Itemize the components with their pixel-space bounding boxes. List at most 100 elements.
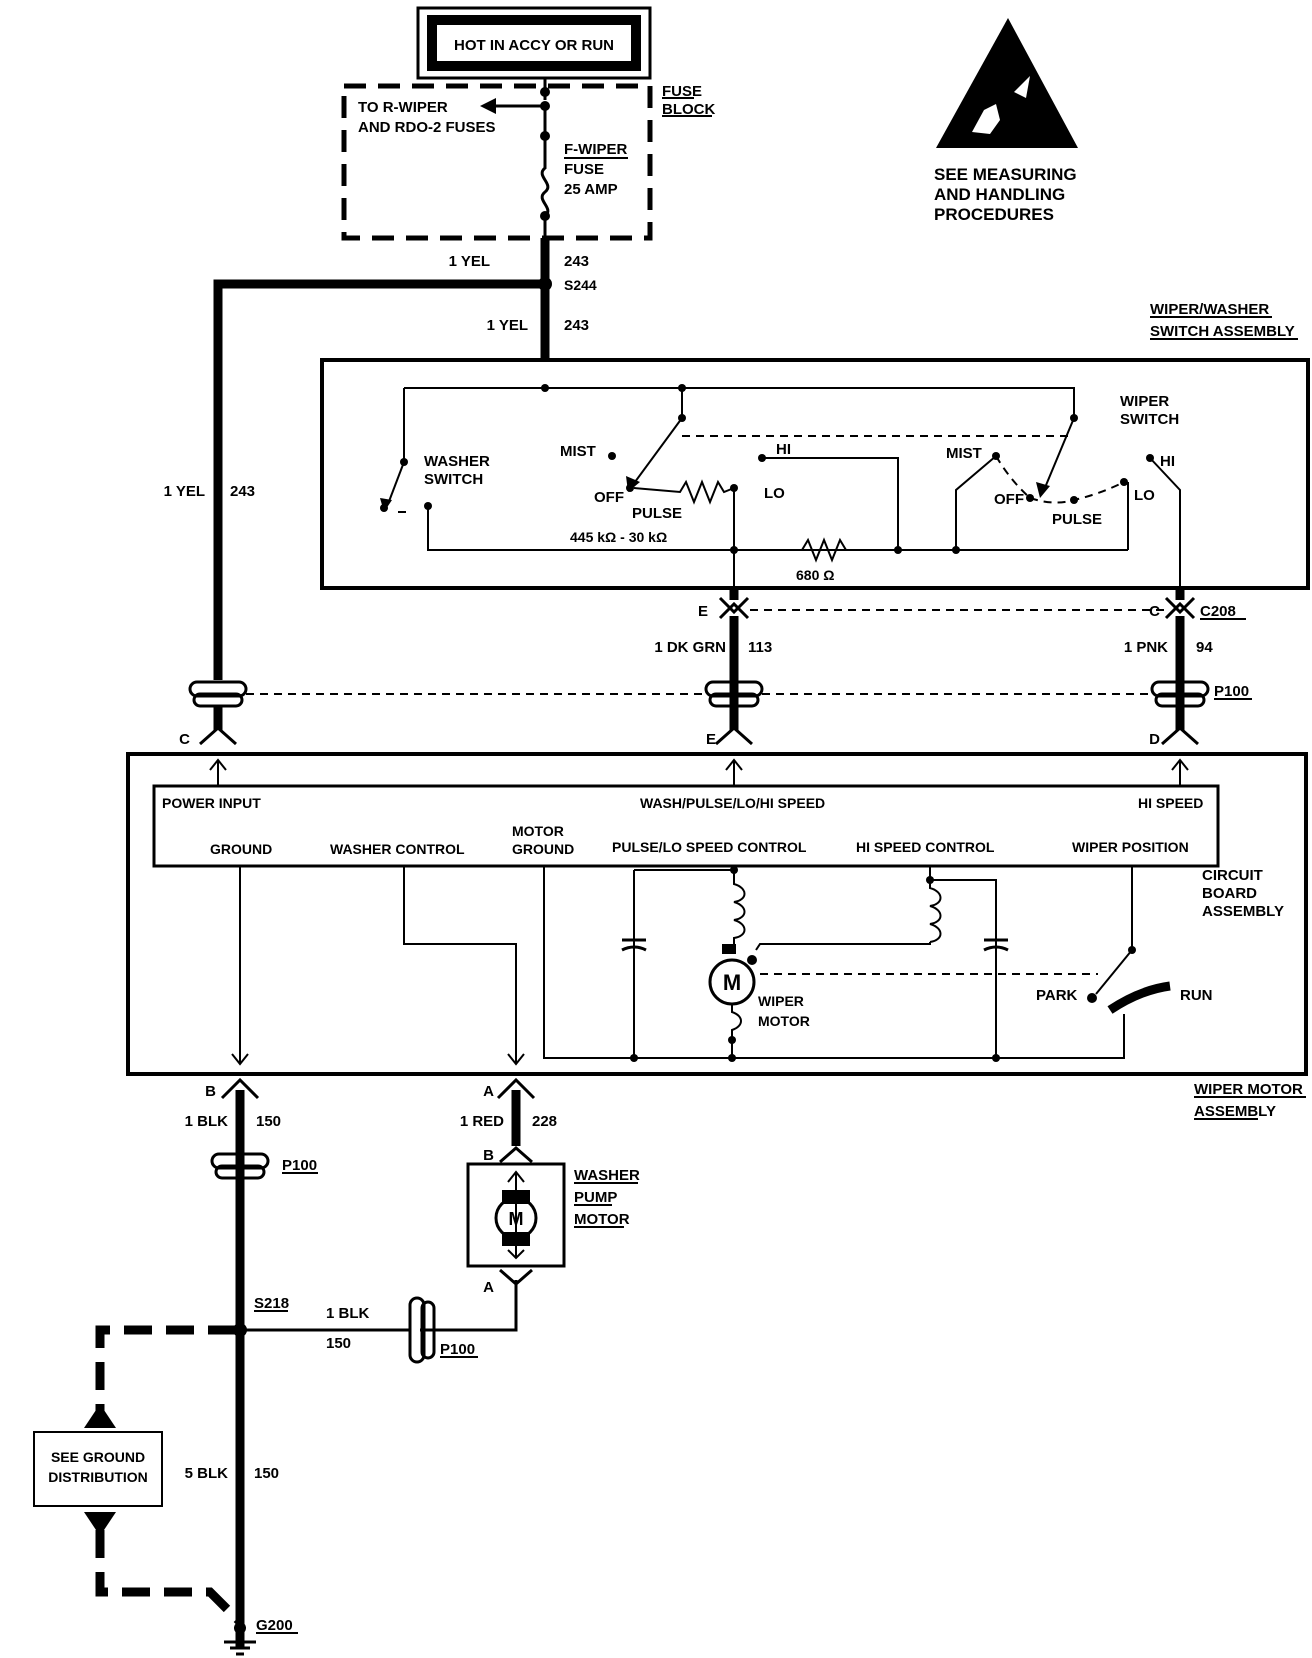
pulse-resistor [633,479,735,505]
right-hi-label: HI [1160,453,1175,470]
switch-assembly-title-2: SWITCH ASSEMBLY [1150,323,1295,340]
p100-label-top: P100 [1214,683,1249,700]
pulse-lo-control-label: PULSE/LO SPEED CONTROL [612,839,807,855]
ground-dist-up-arrow-icon [84,1404,116,1428]
wire-yel-lower-color: 1 YEL [487,317,528,334]
right-pulse-label: PULSE [1052,511,1102,528]
p100-label-pump: P100 [440,1341,475,1358]
wire-pnk-color: 1 PNK [1124,639,1168,656]
fuse-block-label-1: FUSE [662,83,702,100]
wire-blk-upper-color: 1 BLK [185,1113,229,1130]
switch-assembly: WIPER/WASHER SWITCH ASSEMBLY WASHER SWIT… [320,301,1310,600]
left-off-label: OFF [594,489,624,506]
switch-assembly-title-1: WIPER/WASHER [1150,301,1269,318]
motor-assembly-title-2: ASSEMBLY [1194,1103,1276,1120]
wire-yel-lower-circuit: 243 [564,317,589,334]
washer-pump-label-1: WASHER [574,1167,640,1184]
pin-c: C [179,731,190,748]
wire-blk-upper-circuit: 150 [256,1113,281,1130]
ground-point-g200 [234,1622,246,1634]
right-lo-label: LO [1134,487,1155,504]
pulse-lo-coil [733,870,746,944]
wire-red-circuit: 228 [532,1113,557,1130]
wiper-switch-label-2: SWITCH [1120,411,1179,428]
wire-blk-ground-color: 5 BLK [185,1465,229,1482]
resistor-680 [790,537,858,563]
fuse-feed-label-1: TO R-WIPER [358,99,448,116]
right-mist-label: MIST [946,445,982,462]
run-contact [1107,981,1171,1014]
resistor-680-label: 680 Ω [796,567,834,583]
power-label: HOT IN ACCY OR RUN [454,37,614,54]
fuse-element [540,136,550,240]
wire-dkgrn-color: 1 DK GRN [654,639,726,656]
fuse-rating: 25 AMP [564,181,618,198]
pin-b: B [205,1083,216,1100]
hi-speed-coil [929,880,942,943]
run-label: RUN [1180,987,1213,1004]
wire-yel-upper-color: 1 YEL [449,253,490,270]
wash-pulse-label: WASH/PULSE/LO/HI SPEED [640,795,825,811]
motor-ground-label-2: GROUND [512,841,574,857]
hi-speed-control-label: HI SPEED CONTROL [856,839,995,855]
wiper-position-label: WIPER POSITION [1072,839,1189,855]
wire-blk-pump-color: 1 BLK [326,1305,370,1322]
wiper-switch-blade-left [631,417,683,487]
washer-switch-label-1: WASHER [424,453,490,470]
fuse-name-1: F-WIPER [564,141,627,158]
esd-text-3: PROCEDURES [934,205,1054,224]
c208-label: C208 [1200,603,1236,620]
splice-s218-label: S218 [254,1295,289,1312]
esd-warning-icon [936,18,1078,148]
wire-yel-left-color: 1 YEL [164,483,205,500]
p100-label-lower: P100 [282,1157,317,1174]
esd-text-2: AND HANDLING [934,185,1065,204]
lower-wiring: B A 1 BLK 150 1 RED 228 P100 B M WASHER … [33,1077,640,1656]
pin-e: E [706,731,716,748]
wiper-motor-label-2: MOTOR [758,1013,810,1029]
washer-pump-symbol: M [509,1209,524,1229]
esd-warning: SEE MEASURING AND HANDLING PROCEDURES [934,18,1078,224]
ground-label: GROUND [210,841,272,857]
wire-dkgrn-circuit: 113 [748,639,772,656]
wire-blk-ground-circuit: 150 [254,1465,279,1482]
left-lo-label: LO [764,485,785,502]
pump-pin-a: A [483,1279,494,1296]
washer-pump-box [466,1162,566,1268]
esd-text-1: SEE MEASURING [934,165,1077,184]
pulse-resistor-label: 445 kΩ - 30 kΩ [570,529,667,545]
wire-red-color: 1 RED [460,1113,504,1130]
wire-yel-upper-circuit: 243 [564,253,589,270]
pin-a: A [483,1083,494,1100]
power-source: HOT IN ACCY OR RUN [416,6,652,80]
power-input-label: POWER INPUT [162,795,261,811]
washer-pump-motor-icon [494,1196,538,1240]
park-switch-blade [1095,949,1133,995]
right-off-label: OFF [994,491,1024,508]
left-mist-label: MIST [560,443,596,460]
left-pulse-label: PULSE [632,505,682,522]
washer-pump-label-3: MOTOR [574,1211,630,1228]
pin-d: D [1149,731,1160,748]
ground-dist-label-2: DISTRIBUTION [48,1469,148,1485]
wiper-motor-label-1: WIPER [758,993,804,1009]
board-label-2: BOARD [1202,885,1257,902]
feed-arrow-icon [480,98,496,114]
washer-switch-label-2: SWITCH [424,471,483,488]
hi-speed-label: HI SPEED [1138,795,1203,811]
motor-ground-label-1: MOTOR [512,823,564,839]
wire-blk-pump-circuit: 150 [326,1335,351,1352]
splice-s244-label: S244 [564,277,597,293]
fuse-block-label-2: BLOCK [662,101,715,118]
fuse-feed-label-2: AND RDO-2 FUSES [358,119,496,136]
wiper-switch-blade-right [1043,417,1075,491]
pin-e-top: E [698,603,708,620]
motor-assembly-title-1: WIPER MOTOR [1194,1081,1303,1098]
ground-dist-down-arrow-icon [84,1512,116,1536]
g200-label: G200 [256,1617,293,1634]
splice-s218 [233,1323,247,1337]
board-label-1: CIRCUIT [1202,867,1263,884]
fuse-name-2: FUSE [564,161,604,178]
wiper-motor-assembly: WIPER MOTOR ASSEMBLY CIRCUIT BOARD ASSEM… [126,752,1308,1120]
